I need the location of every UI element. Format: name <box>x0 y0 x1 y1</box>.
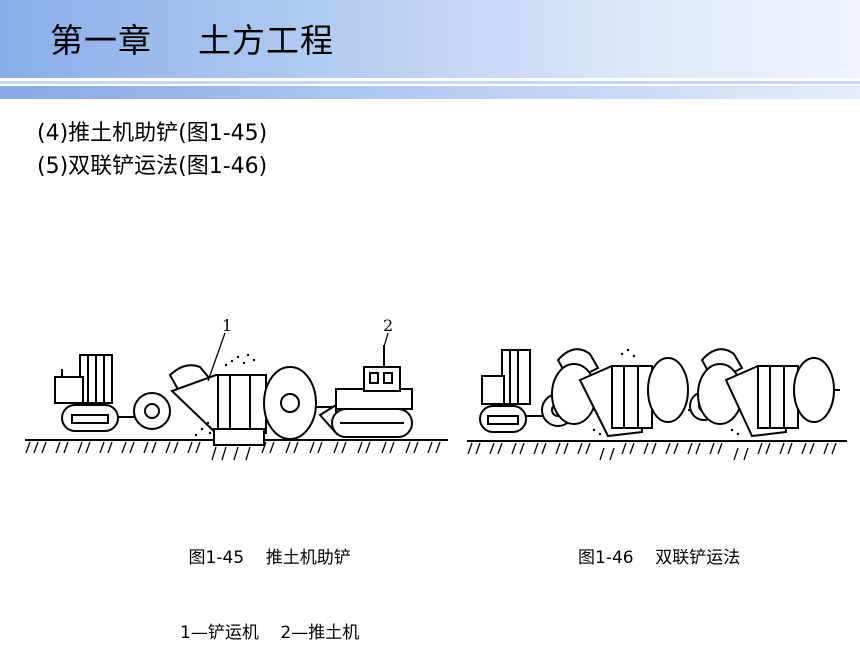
header-divider-thick <box>0 86 860 99</box>
bullet-item: (5)双联铲运法(图1-46) <box>37 154 268 179</box>
tractor <box>479 349 531 433</box>
header-band <box>0 0 860 78</box>
figure-1-45-caption: 图1-45 推土机助铲 1—铲运机 2—推土机 <box>180 496 359 671</box>
scraper-2 <box>688 348 840 438</box>
figure-1-45-illustration: 1 2 <box>25 316 448 461</box>
spoil-dots <box>194 353 256 437</box>
caption-line: 图1-46 双联铲运法 <box>578 548 741 568</box>
figure-1-46-illustration <box>467 348 847 461</box>
figure-label-2: 2 <box>383 316 393 335</box>
spoil-dots <box>592 348 740 436</box>
bullet-list: (4)推土机助铲(图1-45) (5)双联铲运法(图1-46) <box>37 117 267 183</box>
bullet-item: (4)推土机助铲(图1-45) <box>37 121 268 146</box>
caption-line: 图1-45 推土机助铲 <box>188 548 351 568</box>
figure-label-1: 1 <box>222 316 232 335</box>
bulldozer <box>316 345 413 438</box>
header-divider-thin <box>0 81 860 84</box>
slide-title: 第一章 土方工程 <box>50 21 334 60</box>
ground-hatching <box>467 442 837 461</box>
scraper-tractor <box>54 354 142 432</box>
leader-lines <box>207 332 389 382</box>
scraper-bowl <box>133 364 317 446</box>
figure-1-46-caption: 图1-46 双联铲运法 <box>578 496 740 596</box>
caption-line: 1—铲运机 2—推土机 <box>180 623 360 643</box>
scraper-1 <box>526 348 689 438</box>
ground-hatching <box>25 441 441 461</box>
